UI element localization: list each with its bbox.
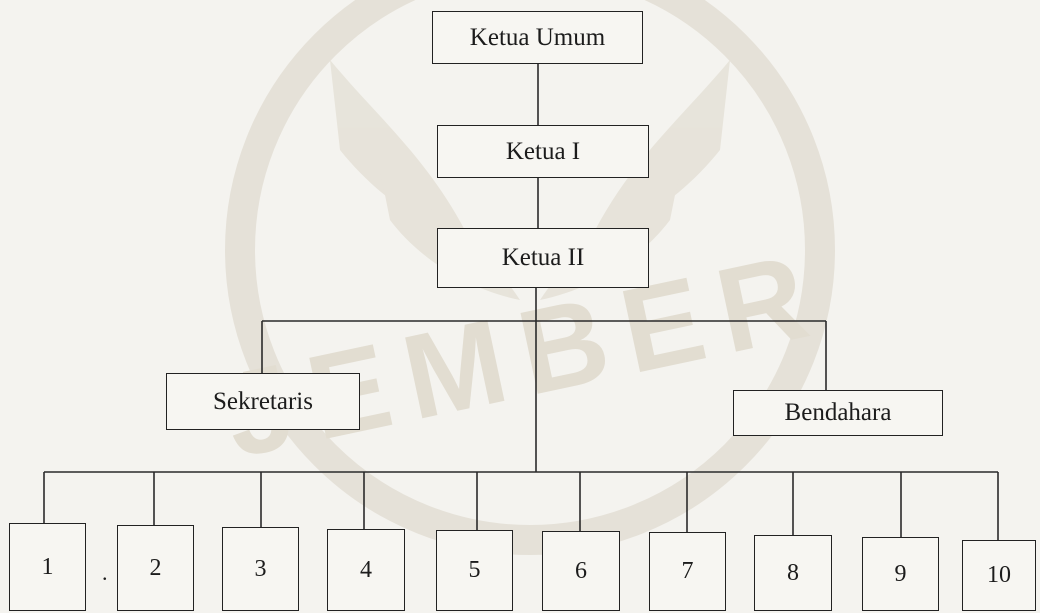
unit-label: 6 bbox=[575, 557, 587, 584]
unit-label: 5 bbox=[468, 557, 481, 583]
bendahara-label: Bendahara bbox=[784, 399, 892, 426]
unit-box-7: 7 bbox=[649, 532, 726, 611]
unit-label: 3 bbox=[254, 555, 267, 582]
unit-box-3: 3 bbox=[222, 527, 299, 611]
ketua-umum-box: Ketua Umum bbox=[432, 11, 643, 64]
unit-label: 1 bbox=[41, 553, 54, 580]
stray-dot: . bbox=[102, 560, 108, 585]
unit-label: 2 bbox=[149, 554, 162, 581]
unit-box-5: 5 bbox=[436, 530, 513, 611]
ketua-2-label: Ketua II bbox=[501, 244, 585, 271]
unit-label: 10 bbox=[987, 562, 1011, 588]
unit-box-2: 2 bbox=[117, 525, 194, 611]
ketua-1-box: Ketua I bbox=[437, 125, 649, 178]
unit-box-9: 9 bbox=[862, 537, 939, 611]
unit-label: 4 bbox=[360, 556, 372, 583]
ketua-1-label: Ketua I bbox=[505, 137, 581, 165]
unit-box-6: 6 bbox=[542, 531, 620, 611]
unit-box-8: 8 bbox=[754, 535, 832, 611]
bendahara-box: Bendahara bbox=[733, 390, 943, 436]
ketua-umum-label: Ketua Umum bbox=[469, 23, 606, 51]
unit-label: 9 bbox=[894, 560, 907, 587]
sekretaris-label: Sekretaris bbox=[213, 387, 313, 415]
unit-label: 7 bbox=[681, 558, 694, 584]
unit-box-1: 1 bbox=[9, 523, 86, 611]
unit-label: 8 bbox=[787, 559, 799, 586]
unit-box-4: 4 bbox=[327, 529, 405, 611]
unit-box-10: 10 bbox=[962, 540, 1036, 611]
sekretaris-box: Sekretaris bbox=[166, 373, 360, 430]
ketua-2-box: Ketua II bbox=[437, 228, 649, 288]
